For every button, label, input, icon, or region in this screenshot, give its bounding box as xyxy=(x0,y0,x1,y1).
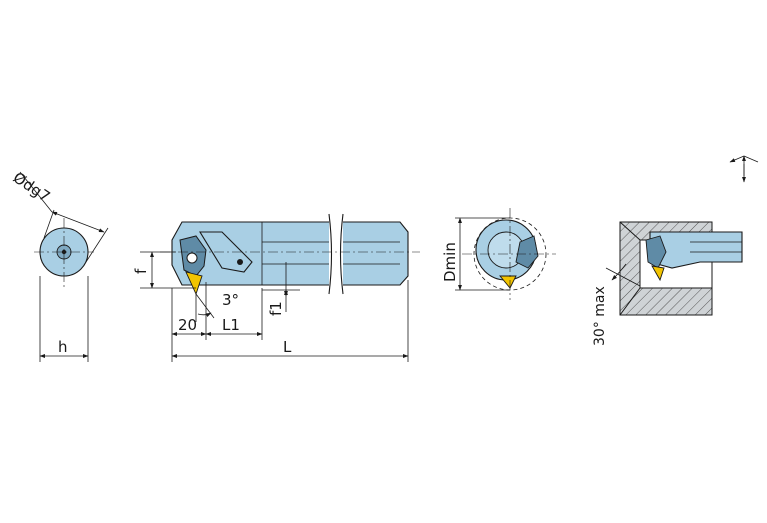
end-view: Ødg7 h xyxy=(10,168,109,362)
dim-20-label: 20 xyxy=(178,316,197,334)
angle-arc xyxy=(197,312,212,318)
clamp-screw xyxy=(237,259,243,265)
insert-bore xyxy=(651,265,665,282)
break-line-1 xyxy=(328,213,333,295)
feed-direction-symbol xyxy=(729,155,759,183)
f-label: f xyxy=(132,268,150,274)
diameter-label: Ødg7 xyxy=(10,168,54,206)
insert-front xyxy=(499,275,517,289)
side-view: f 3° 20 L1 f1 L xyxy=(132,213,420,362)
diameter-ext-2 xyxy=(85,227,109,263)
tool-head-bore xyxy=(645,235,667,269)
insert-tip xyxy=(185,271,203,296)
dmin-label: Dmin xyxy=(441,242,459,282)
bore-view: Dmin xyxy=(441,208,556,300)
feed-arrow-right xyxy=(743,155,759,163)
insert-screw xyxy=(186,252,198,264)
angle-label: 3° xyxy=(222,291,239,309)
workpiece-view: 30° max xyxy=(592,221,743,346)
diameter-leader xyxy=(19,171,53,213)
f1-label: f1 xyxy=(267,301,285,316)
break-gap xyxy=(329,214,343,294)
coolant-hole-center xyxy=(61,249,67,255)
dim-L-label: L xyxy=(283,338,292,356)
ramp-angle-line-1 xyxy=(605,267,641,287)
h-label: h xyxy=(58,338,68,356)
ramp-angle-arc xyxy=(611,263,627,281)
break-line-2 xyxy=(339,213,344,295)
diameter-dim-line xyxy=(51,211,105,233)
ramp-angle-label: 30° max xyxy=(592,286,608,346)
clamp-wedge xyxy=(199,231,253,273)
insert-holder-front xyxy=(515,235,539,269)
diameter-ext-1 xyxy=(43,209,55,239)
dim-L1-label: L1 xyxy=(222,316,240,334)
bore-ramp-edge xyxy=(619,221,641,316)
feed-arrow-left xyxy=(729,155,745,163)
